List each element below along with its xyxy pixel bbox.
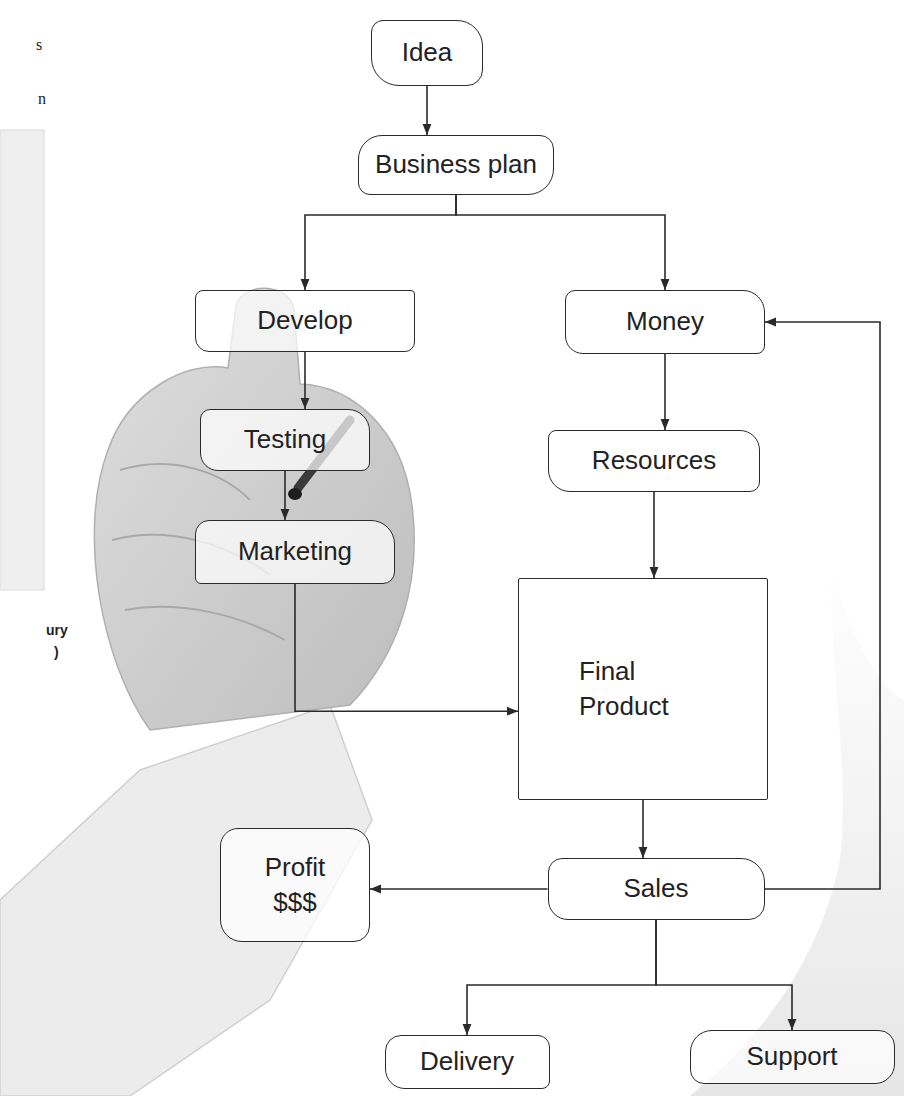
process-box: Sales xyxy=(548,858,765,920)
node-text: Profit $$$ xyxy=(245,850,345,920)
process-box: Develop xyxy=(195,290,415,352)
process-box: Resources xyxy=(548,430,760,492)
process-box: Delivery xyxy=(385,1035,550,1089)
page-fragment: ury xyxy=(46,622,68,638)
page-fragment: ) xyxy=(54,644,59,660)
node-text: Support xyxy=(746,1039,837,1074)
flow-arrow xyxy=(765,322,881,889)
node-text: Money xyxy=(626,304,704,339)
flow-arrow xyxy=(295,584,518,711)
node-text: Idea xyxy=(402,35,453,70)
process-box: Money xyxy=(565,290,765,354)
flow-arrow xyxy=(426,86,428,135)
process-box: Profit $$$ xyxy=(220,828,370,942)
page-fragment: s xyxy=(36,36,42,54)
node-text: Marketing xyxy=(238,534,352,569)
flow-arrow xyxy=(642,800,644,858)
node-text: Testing xyxy=(244,422,326,457)
node-text: Delivery xyxy=(420,1044,514,1079)
process-box: Marketing xyxy=(195,520,395,584)
node-text: Resources xyxy=(592,443,716,478)
node-text: Business plan xyxy=(375,147,537,182)
flow-arrow xyxy=(467,920,656,1035)
flow-arrow xyxy=(370,888,548,890)
flow-arrow xyxy=(656,920,792,1030)
process-box: Business plan xyxy=(358,135,554,195)
node-text: Sales xyxy=(623,871,688,906)
node-text: Develop xyxy=(257,303,352,338)
process-box: Idea xyxy=(371,20,483,86)
flow-arrow xyxy=(653,492,655,578)
node-text: Final Product xyxy=(579,654,709,724)
page-fragment: n xyxy=(38,90,46,108)
shirt-sleeve xyxy=(0,705,372,1096)
hand-shape xyxy=(94,288,414,730)
side-panel xyxy=(0,130,44,590)
pen-tip xyxy=(288,488,302,500)
process-box: Support xyxy=(690,1030,895,1084)
flow-arrow xyxy=(304,352,306,409)
process-box: Testing xyxy=(200,409,370,471)
flow-arrow xyxy=(284,471,286,520)
flow-arrow xyxy=(664,354,666,430)
flow-arrow xyxy=(305,195,456,290)
flow-arrow xyxy=(456,195,665,290)
product-box: Final Product xyxy=(518,578,768,800)
